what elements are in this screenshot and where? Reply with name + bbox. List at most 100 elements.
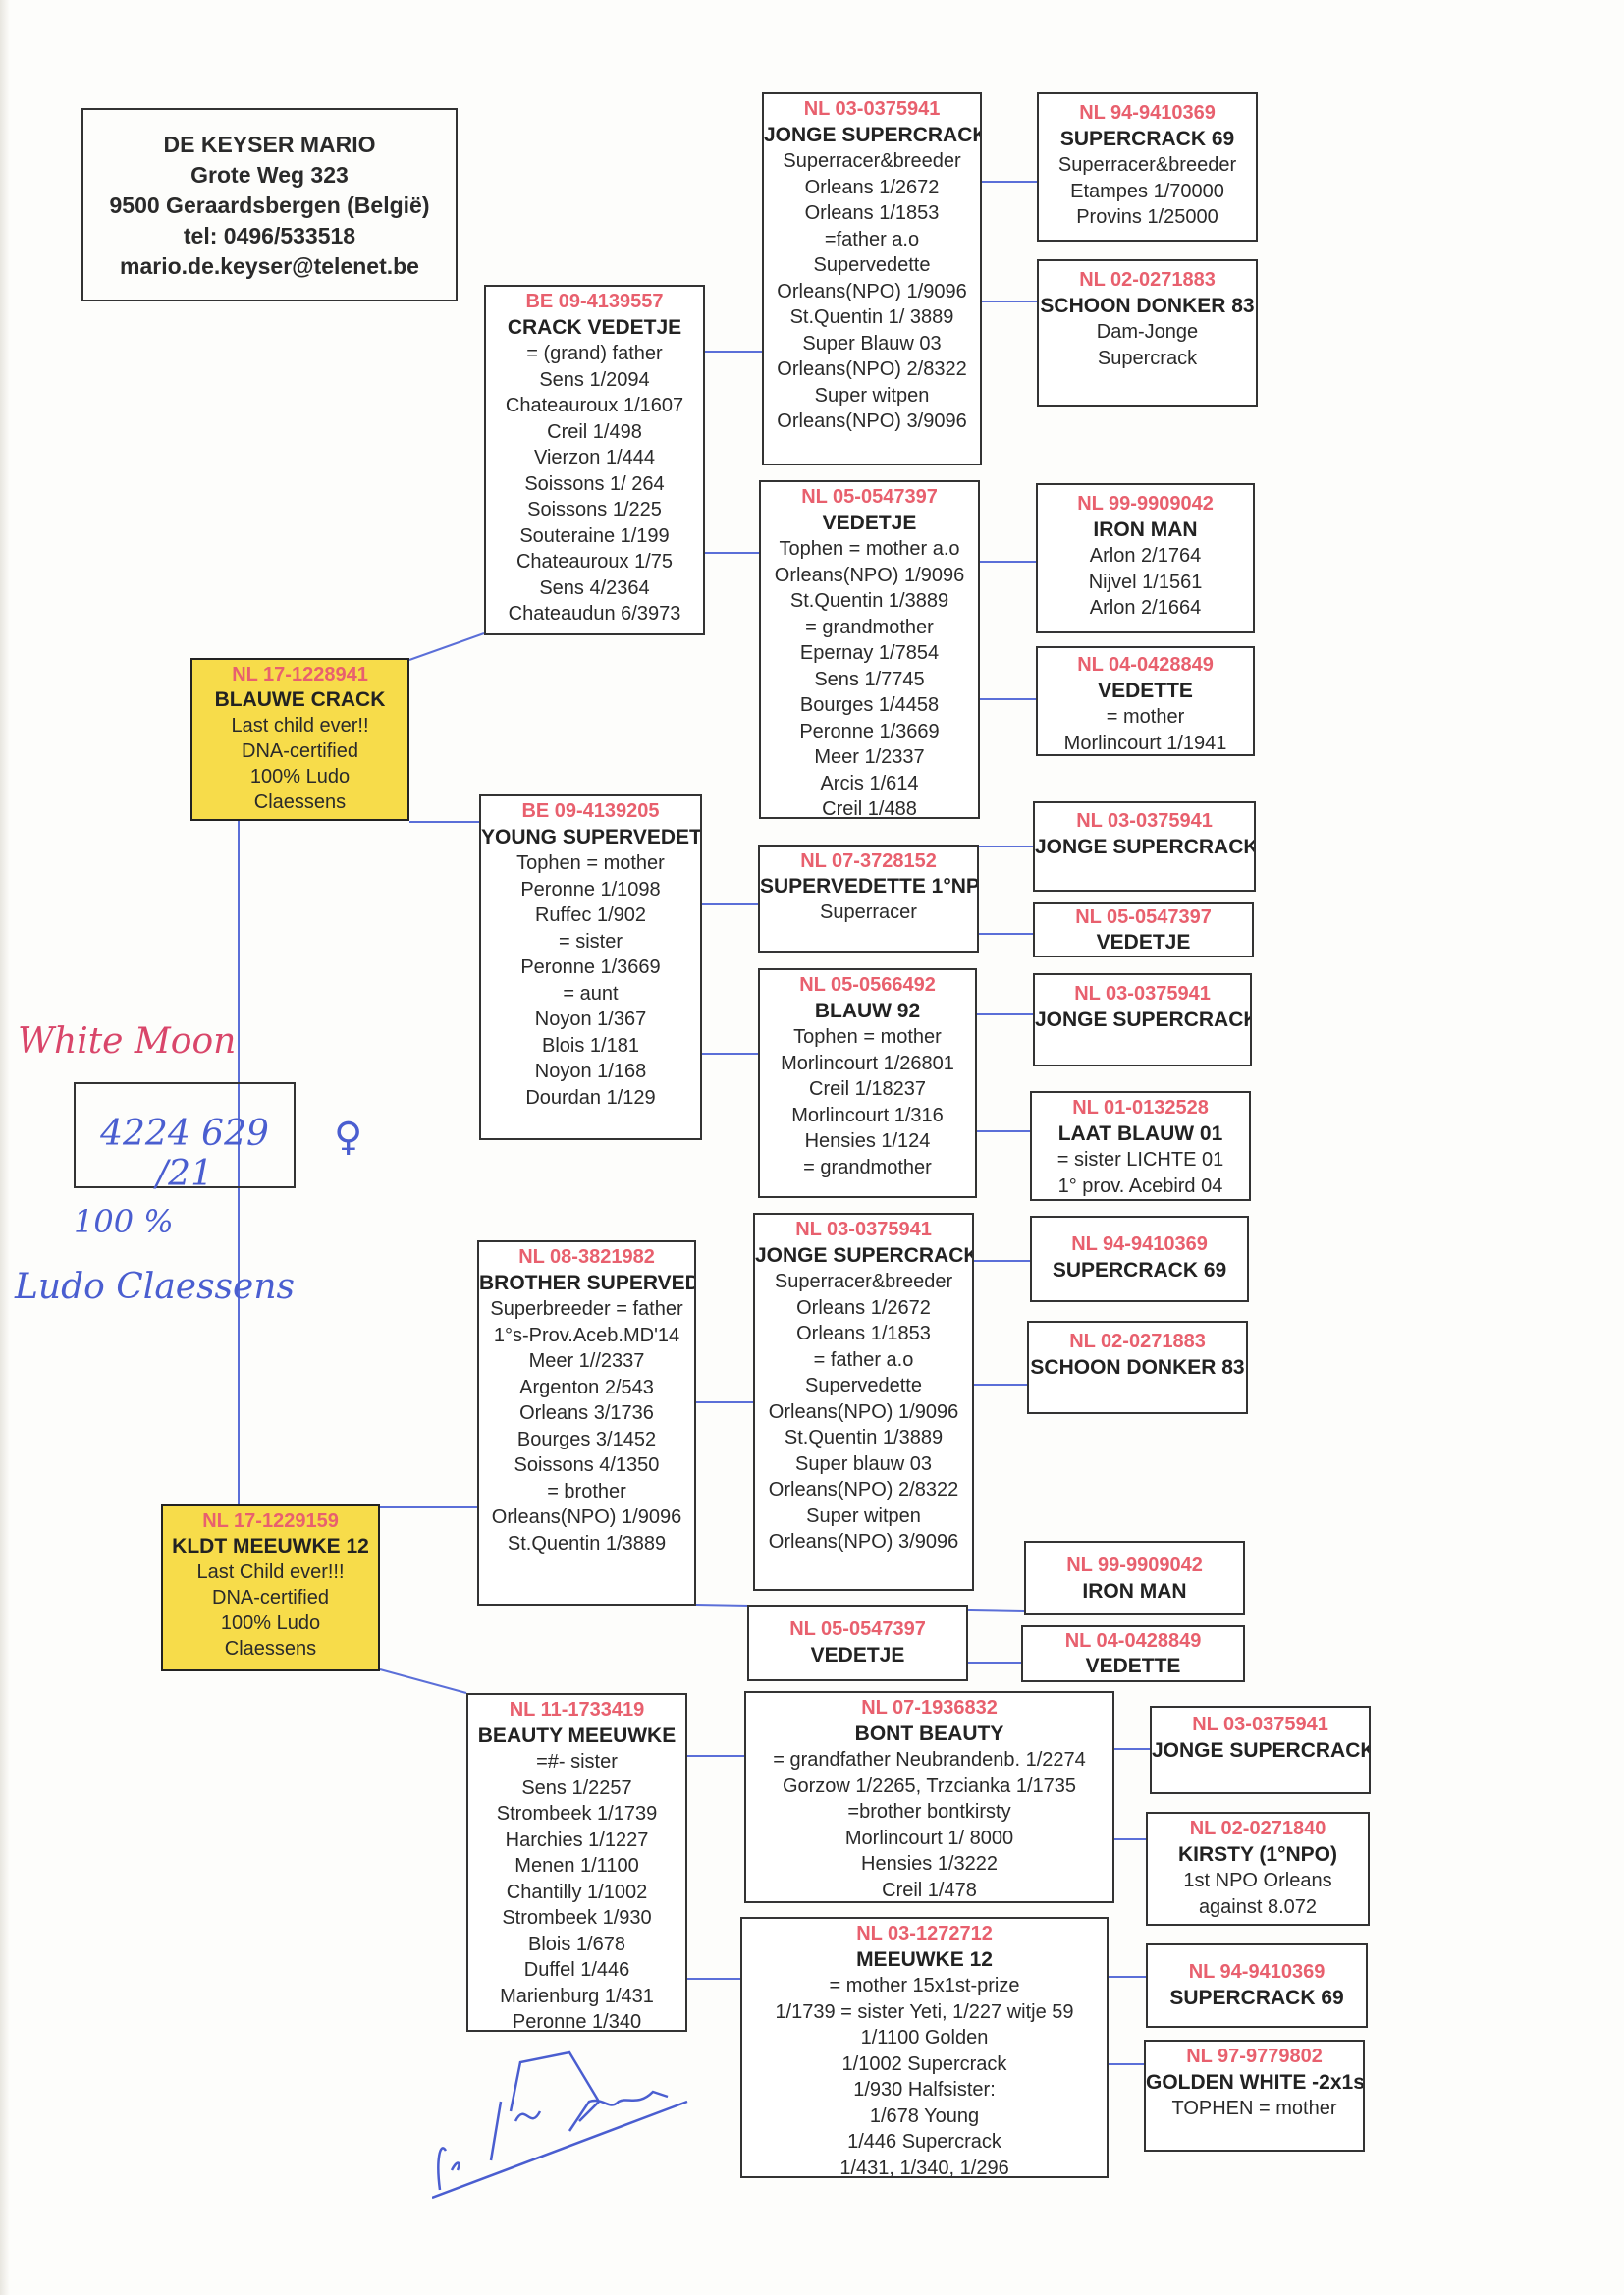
result-line: Hensies 1/124: [804, 1130, 931, 1152]
pigeon-name: JONGE SUPERCRACK: [1035, 1008, 1252, 1031]
ring-number: NL 03-0375941: [1074, 983, 1211, 1005]
result-line: 1/1002 Supercrack: [841, 2052, 1007, 2075]
result-line: 1/678 Young: [869, 2104, 980, 2127]
ring-number: NL 08-3821982: [518, 1246, 655, 1268]
result-line: Arcis 1/614: [820, 772, 919, 794]
result-line: = grandfather Neubrandenb. 1/2274: [773, 1749, 1086, 1771]
result-line: = grandmother: [805, 616, 934, 638]
result-line: 1/1739 = sister Yeti, 1/227 witje 59: [775, 2000, 1074, 2023]
pigeon-name: SUPERCRACK 69: [1059, 127, 1235, 150]
result-line: Morlincourt 1/316: [791, 1104, 944, 1126]
ring-number: NL 04-0428849: [1077, 654, 1214, 676]
result-line: Orleans(NPO) 2/8322: [768, 1479, 959, 1501]
connector: [379, 1668, 467, 1694]
result-line: Chateauroux 1/75: [515, 551, 673, 573]
pigeon-name: JONGE SUPERCRACK: [764, 123, 982, 146]
result-line: Orleans 3/1736: [519, 1402, 654, 1424]
result-line: St.Quentin 1/ 3889: [789, 306, 954, 328]
pigeon-name: LAAT BLAUW 01: [1057, 1121, 1223, 1145]
result-line: 1° prov. Acebird 04: [1057, 1175, 1223, 1197]
result-line: Orleans(NPO) 3/9096: [777, 410, 967, 432]
result-line: Supervedette: [805, 1375, 922, 1396]
result-line: Orleans(NPO) 1/9096: [774, 564, 965, 586]
female-symbol-icon: ♀: [334, 1115, 363, 1160]
ring-number: NL 94-9410369: [1188, 1961, 1326, 1983]
result-line: Strombeek 1/1739: [496, 1803, 658, 1825]
result-line: Claessens: [253, 792, 347, 813]
result-line: Creil 1/488: [822, 798, 917, 819]
result-line: Soissons 1/ 264: [524, 472, 665, 495]
pigeon-name: SCHOON DONKER 83: [1030, 1355, 1245, 1379]
ring-number: BE 09-4139205: [521, 800, 660, 822]
result-line: 100% Ludo: [249, 766, 351, 788]
result-line: against 8.072: [1198, 1895, 1318, 1918]
result-line: Super Blauw 03: [802, 332, 942, 355]
owner-email: mario.de.keyser@telenet.be: [120, 253, 419, 279]
result-line: Supercrack: [1097, 347, 1198, 369]
pigeon-name: SUPERCRACK 69: [1169, 1986, 1344, 2009]
result-line: Superracer: [820, 902, 917, 923]
result-line: Orleans 1/2672: [796, 1296, 931, 1319]
pigeon-name: KLDT MEEUWKE 12: [172, 1535, 369, 1557]
result-line: 1st NPO Orleans: [1183, 1870, 1332, 1891]
ring-number: NL 07-3728152: [800, 850, 937, 872]
pigeon-name: CRACK VEDETJE: [507, 315, 682, 339]
ring-number: NL 03-0375941: [795, 1219, 932, 1240]
result-line: = sister LICHTE 01: [1056, 1149, 1224, 1171]
result-line: Creil 1/478: [882, 1879, 977, 1901]
result-line: DNA-certified: [242, 740, 358, 762]
result-line: Sens 1/2257: [521, 1776, 632, 1799]
result-line: Marienburg 1/431: [500, 1985, 654, 2007]
result-line: Last Child ever!!!: [196, 1561, 345, 1583]
result-line: Noyon 1/168: [534, 1061, 647, 1082]
paper-edge: [0, 0, 10, 2295]
result-line: Superbreeder = father: [490, 1298, 683, 1320]
ring-number: NL 03-0375941: [1076, 810, 1213, 832]
ring-number: NL 02-0271883: [1079, 269, 1216, 291]
result-line: Chateaudun 6/3973: [508, 603, 681, 625]
owner-name: DE KEYSER MARIO: [163, 132, 376, 157]
pigeon-name: BONT BEAUTY: [854, 1721, 1004, 1745]
result-line: Bourges 3/1452: [516, 1428, 657, 1450]
result-line: Morlincourt 1/26801: [781, 1052, 954, 1074]
ring-number: NL 94-9410369: [1079, 102, 1216, 124]
pigeon-name: IRON MAN: [1093, 518, 1198, 541]
result-line: Orleans(NPO) 1/9096: [768, 1400, 959, 1423]
ring-number: NL 17-1228941: [232, 664, 368, 685]
result-line: Creil 1/18237: [809, 1078, 926, 1100]
result-line: = mother: [1106, 706, 1185, 728]
handwritten-breeder: Ludo Claessens: [15, 1267, 295, 1307]
result-line: Sens 1/7745: [814, 668, 925, 690]
ring-number: NL 05-0547397: [789, 1618, 926, 1640]
result-line: = (grand) father: [526, 343, 663, 364]
result-line: Epernay 1/7854: [799, 642, 940, 664]
ring-number: NL 03-0375941: [803, 98, 941, 120]
result-line: Orleans(NPO) 2/8322: [777, 358, 967, 380]
result-line: Sens 1/2094: [539, 368, 650, 391]
result-line: Orleans(NPO) 1/9096: [777, 280, 967, 302]
pigeon-name: VEDETJE: [1096, 931, 1191, 954]
result-line: 1/930 Halfsister:: [853, 2079, 996, 2101]
pigeon-name: GOLDEN WHITE -2x1st: [1146, 2070, 1365, 2094]
connector: [408, 632, 485, 661]
result-line: Morlincourt 1/1941: [1063, 732, 1227, 754]
ring-number: NL 04-0428849: [1064, 1630, 1202, 1652]
pigeon-name: YOUNG SUPERVEDETTE: [481, 825, 702, 848]
result-line: Superracer&breeder: [783, 150, 961, 172]
result-line: St.Quentin 1/3889: [784, 1427, 944, 1448]
result-line: DNA-certified: [212, 1587, 329, 1609]
result-line: Superracer&breeder: [1057, 154, 1237, 176]
pigeon-name: KIRSTY (1°NPO): [1177, 1842, 1338, 1866]
